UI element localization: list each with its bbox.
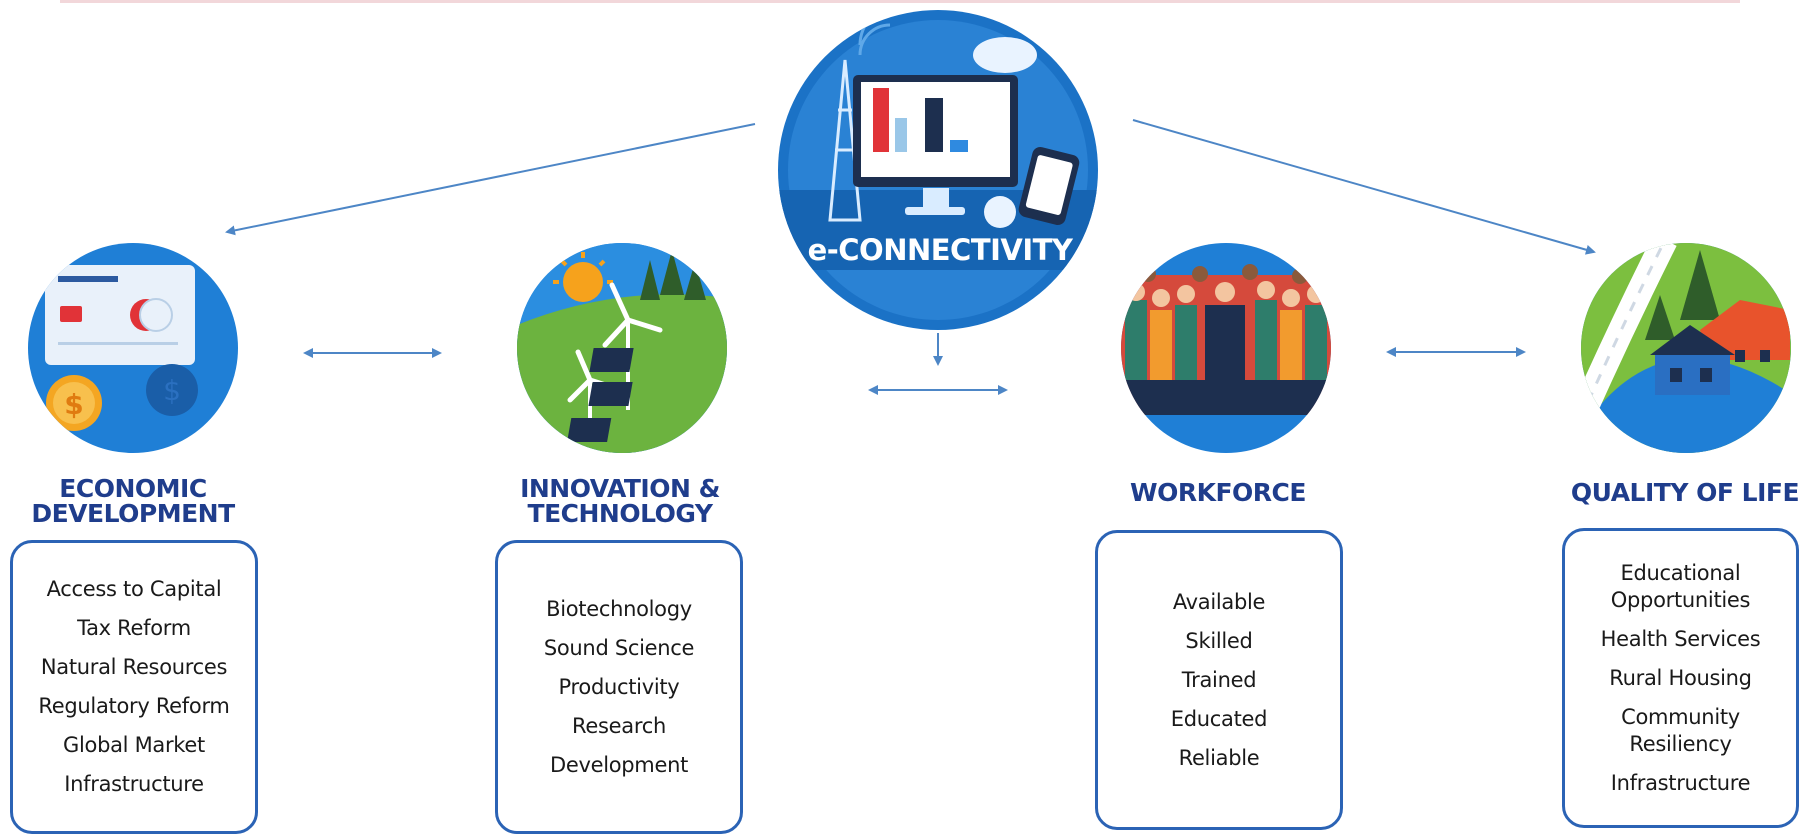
list-item: Productivity (558, 674, 680, 699)
box-economic-development: Access to Capital Tax Reform Natural Res… (10, 540, 258, 834)
center-label: e-CONNECTIVITY (807, 233, 1073, 267)
list-item: Educated (1170, 706, 1268, 731)
title-line: DEVELOPMENT (31, 499, 235, 528)
list-item: Infrastructure (64, 772, 204, 796)
box-quality-of-life: Educational Opportunities Health Service… (1562, 528, 1799, 828)
list-item: Rural Housing (1609, 665, 1752, 690)
crowd-people-icon (1121, 243, 1331, 453)
title-workforce: WORKFORCE (1098, 480, 1338, 505)
list-item: Tax Reform (77, 616, 191, 640)
svg-text:$: $ (163, 374, 181, 407)
arrow-to-quality (1132, 119, 1596, 255)
list-item: Natural Resources (40, 655, 228, 679)
title-line: INNOVATION & (520, 474, 720, 503)
arrow-to-economic (225, 123, 756, 236)
list-item: Trained (1181, 667, 1257, 692)
list-item: Reliable (1178, 745, 1260, 770)
title-line: QUALITY OF LIFE (1570, 478, 1799, 507)
svg-text:$: $ (64, 388, 83, 421)
title-quality-of-life: QUALITY OF LIFE (1565, 480, 1799, 505)
list-item: Development (549, 752, 689, 777)
list-item: Regulatory Reform (38, 694, 230, 718)
list-item: Sound Science (543, 635, 695, 660)
list-item: Global Market (63, 733, 205, 757)
e-connectivity-illustration-icon (778, 10, 1098, 330)
title-economic-development: ECONOMIC DEVELOPMENT (13, 476, 253, 526)
list-item: Skilled (1185, 628, 1253, 653)
list-item: Research (572, 713, 666, 738)
list-item: Infrastructure (1610, 770, 1751, 795)
renewable-energy-icon (517, 243, 727, 453)
box-innovation-technology: Biotechnology Sound Science Productivity… (495, 540, 743, 834)
list-item: Educational Opportunities (1610, 560, 1751, 612)
list-item: Health Services (1600, 626, 1761, 651)
list-item: Available (1172, 589, 1266, 614)
list-item: Community Resiliency (1621, 704, 1740, 756)
title-line: WORKFORCE (1130, 478, 1306, 507)
list-item: Biotechnology (546, 596, 692, 621)
box-workforce: Available Skilled Trained Educated Relia… (1095, 530, 1343, 830)
top-border-line (60, 0, 1740, 3)
title-innovation-technology: INNOVATION & TECHNOLOGY (500, 476, 740, 526)
credit-card-money-icon: $ $ (28, 243, 238, 453)
list-item: Access to Capital (46, 577, 222, 601)
title-line: TECHNOLOGY (527, 499, 713, 528)
title-line: ECONOMIC (59, 474, 207, 503)
rural-house-landscape-icon (1581, 243, 1791, 453)
connector-arrows (225, 119, 1596, 395)
